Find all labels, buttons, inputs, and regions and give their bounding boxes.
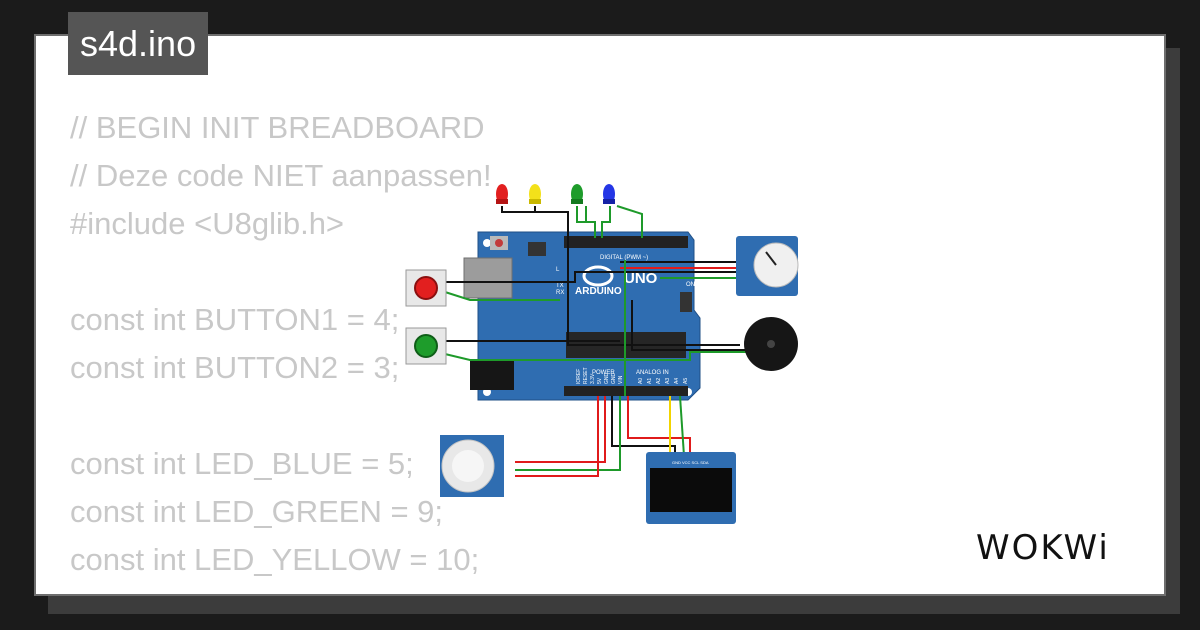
board-brand: ARDUINO: [575, 286, 622, 297]
pin-label: VIN: [618, 375, 624, 384]
analog-label: ANALOG IN: [636, 370, 669, 376]
led-blue[interactable]: [603, 184, 615, 204]
pir-sensor[interactable]: [440, 435, 504, 497]
digital-label: DIGITAL (PWM ~): [600, 255, 648, 261]
pin-label: 5V: [597, 377, 603, 384]
power-label: POWER: [592, 370, 615, 376]
code-line: const int LED_YELLOW = 10;: [70, 542, 480, 577]
pin-label: A5: [683, 378, 689, 384]
oled-display[interactable]: GND VCC SCL SDA: [646, 452, 736, 524]
board-model: UNO: [624, 270, 658, 287]
pin-label: GND: [604, 373, 610, 385]
code-background: // BEGIN INIT BREADBOARD // Deze code NIE…: [70, 104, 492, 594]
pin-label: A4: [674, 378, 680, 384]
code-line: const int LED_RED = 11;: [70, 584, 492, 594]
on-label: ON: [686, 282, 695, 288]
pin-label: A2: [656, 378, 662, 384]
code-line: const int BUTTON2 = 3;: [70, 350, 400, 385]
code-line: // BEGIN INIT BREADBOARD: [70, 110, 485, 145]
pin-label: A0: [638, 378, 644, 384]
oled-pin-labels: GND VCC SCL SDA: [672, 460, 709, 465]
led-green[interactable]: [571, 184, 583, 204]
pin-label: A1: [647, 378, 653, 384]
l-label: L: [556, 267, 560, 273]
pin-label: A3: [665, 378, 671, 384]
pin-label: 3.3V: [590, 373, 596, 384]
code-line: // Deze code NIET aanpassen!: [70, 158, 492, 193]
pushbutton-green[interactable]: [405, 327, 447, 365]
piezo-buzzer[interactable]: [744, 317, 798, 371]
rx-label: RX: [556, 290, 564, 296]
code-line: const int LED_BLUE = 5;: [70, 446, 414, 481]
pushbutton-red[interactable]: [405, 269, 447, 307]
pin-label: IOREF: [576, 369, 582, 384]
code-line: const int LED_GREEN = 9;: [70, 494, 444, 529]
project-title[interactable]: s4d.ino: [68, 12, 209, 75]
code-line: const int BUTTON1 = 4;: [70, 302, 400, 337]
led-yellow[interactable]: [529, 184, 541, 204]
pin-label: RESET: [583, 367, 589, 384]
tx-label: TX: [556, 283, 564, 289]
potentiometer[interactable]: [736, 236, 799, 296]
code-line: #include <U8glib.h>: [70, 206, 345, 241]
pin-label: GND: [611, 373, 617, 385]
led-red[interactable]: [496, 184, 508, 204]
wokwi-logo[interactable]: WOKWi: [976, 528, 1110, 568]
wires: [444, 205, 748, 477]
arduino-uno-board[interactable]: ARDUINO UNO DIGITAL (PWM ~) TX RX L ON P…: [463, 231, 701, 401]
